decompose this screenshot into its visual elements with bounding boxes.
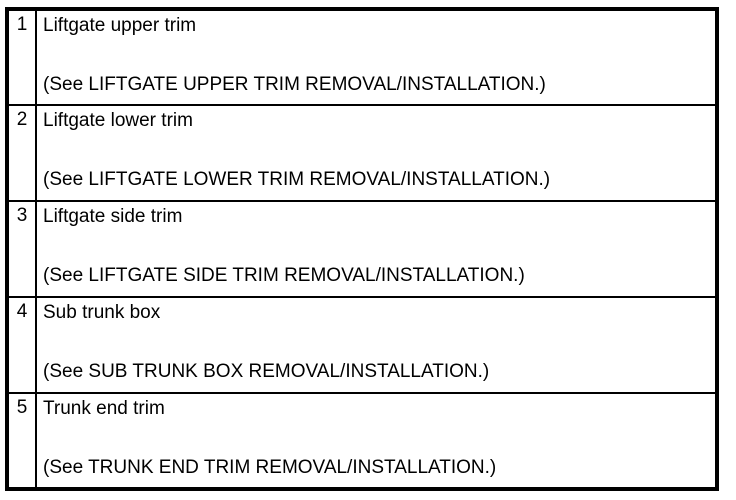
parts-list-table: 1 Liftgate upper trim (See LIFTGATE UPPER … <box>5 7 719 491</box>
row-number-cell: 1 <box>6 8 37 106</box>
part-name-text: Liftgate side trim <box>43 206 183 227</box>
row-description-cell: Trunk end trim (See TRUNK END TRIM REMOVA… <box>35 392 718 490</box>
row-number-cell: 3 <box>6 200 37 298</box>
row-number-cell: 2 <box>6 104 37 202</box>
part-name-text: Liftgate lower trim <box>43 110 193 131</box>
table-row: 1 Liftgate upper trim (See LIFTGATE UPPER … <box>6 8 718 106</box>
see-reference-text: (See LIFTGATE LOWER TRIM REMOVAL/INSTALL… <box>43 169 551 190</box>
part-name-text: Sub trunk box <box>43 302 161 323</box>
see-reference-text: (See TRUNK END TRIM REMOVAL/INSTALLATION… <box>43 457 497 478</box>
table-row: 5 Trunk end trim (See TRUNK END TRIM REMOV… <box>6 392 718 490</box>
parts-list-table-body: 1 Liftgate upper trim (See LIFTGATE UPPER … <box>6 8 718 490</box>
part-name-text: Trunk end trim <box>43 398 165 419</box>
see-reference-text: (See LIFTGATE SIDE TRIM REMOVAL/INSTALLA… <box>43 265 525 286</box>
see-reference-text: (See LIFTGATE UPPER TRIM REMOVAL/INSTALL… <box>43 74 546 95</box>
row-number-cell: 5 <box>6 392 37 490</box>
row-description-cell: Liftgate side trim (See LIFTGATE SIDE TRI… <box>35 200 718 298</box>
row-description-cell: Sub trunk box (See SUB TRUNK BOX REMOVAL/… <box>35 296 718 394</box>
row-description-cell: Liftgate lower trim (See LIFTGATE LOWER T… <box>35 104 718 202</box>
table-row: 3 Liftgate side trim (See LIFTGATE SIDE TR… <box>6 200 718 298</box>
row-description-cell: Liftgate upper trim (See LIFTGATE UPPER T… <box>35 8 718 106</box>
see-reference-text: (See SUB TRUNK BOX REMOVAL/INSTALLATION.… <box>43 361 490 382</box>
table-row: 4 Sub trunk box (See SUB TRUNK BOX REMOVAL… <box>6 296 718 394</box>
row-number-cell: 4 <box>6 296 37 394</box>
table-row: 2 Liftgate lower trim (See LIFTGATE LOWER … <box>6 104 718 202</box>
part-name-text: Liftgate upper trim <box>43 15 197 36</box>
